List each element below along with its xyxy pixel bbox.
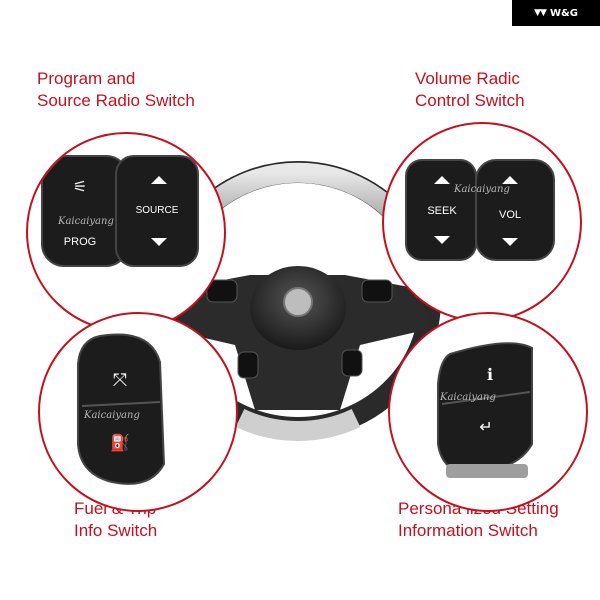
return-arrow-icon: ↵ — [479, 419, 492, 436]
watermark: Kaicaiyang — [439, 392, 496, 403]
circle-volume-control: SEEK VOL Kaicaiyang — [382, 122, 582, 322]
trip-icon: ⤧ — [113, 370, 127, 390]
wheel-lower-left-buttons — [237, 351, 259, 379]
label-volume-control: Volume Radic Control Switch — [415, 69, 525, 110]
switch-base — [446, 464, 528, 478]
button-divider — [441, 391, 531, 405]
vol-switch-housing — [475, 159, 555, 261]
label-program-source: Program and Source Radio Switch — [37, 69, 195, 110]
wheel-rim-silver-bottom — [235, 408, 361, 441]
circle-fuel-trip: ⤧ ⛽ Kaicaiyang — [38, 312, 238, 512]
source-up-arrow-icon — [151, 176, 167, 184]
watermark: Kaicaiyang — [453, 184, 510, 195]
wheel-left-buttons — [206, 279, 238, 303]
vol-down-arrow-icon — [502, 238, 518, 246]
info-switch-housing — [437, 342, 533, 476]
vol-up-arrow-icon — [502, 176, 518, 184]
circle-personalized-setting: ℹ ↵ Kaicaiyang — [388, 312, 588, 512]
watermark: Kaicaiyang — [83, 410, 140, 421]
wheel-right-buttons — [361, 279, 393, 303]
brand-badge: ▼▼ W&G — [512, 0, 600, 26]
button-divider — [81, 401, 161, 407]
source-down-arrow-icon — [151, 238, 167, 246]
source-switch-housing — [115, 155, 199, 267]
source-button-label: SOURCE — [136, 205, 179, 216]
watermark: Kaicaiyang — [57, 216, 114, 227]
seek-up-arrow-icon — [434, 176, 450, 184]
fuel-icon: ⛽ — [110, 433, 130, 452]
vol-button-label: VOL — [499, 209, 521, 221]
seek-button-label: SEEK — [427, 205, 457, 217]
fuel-trip-switch-housing — [77, 333, 166, 485]
circle-program-source: ⚟ PROG SOURCE Kaicaiyang — [26, 132, 226, 332]
wg-logo-icon: ▼▼ — [534, 8, 547, 18]
brand-text: W&G — [549, 7, 578, 19]
voice-icon: ⚟ — [73, 179, 87, 196]
info-icon: ℹ — [487, 367, 493, 384]
wheel-center-emblem — [283, 287, 313, 317]
wheel-lower-right-buttons — [341, 349, 363, 377]
seek-down-arrow-icon — [434, 236, 450, 244]
prog-button-label: PROG — [64, 236, 96, 248]
